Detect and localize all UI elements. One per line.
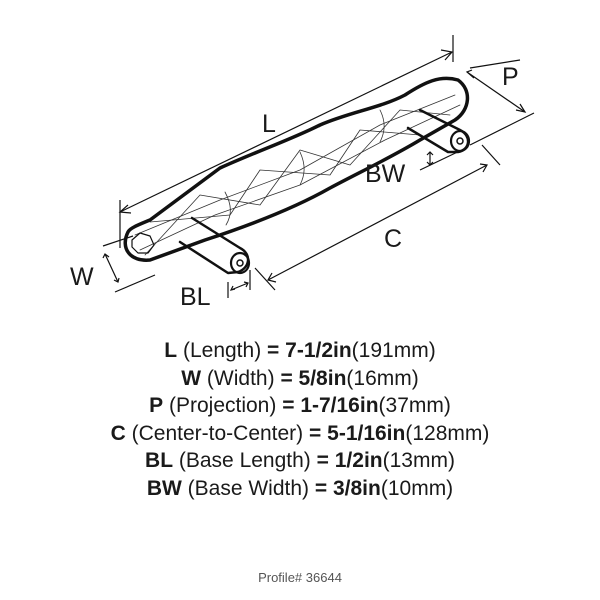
spec-imperial: 7-1/2in xyxy=(285,339,352,362)
dimension-label-W: W xyxy=(70,263,94,291)
spec-name: (Base Width) xyxy=(187,476,310,500)
spec-row-center-to-center: C (Center-to-Center) = 5-1/16in(128mm) xyxy=(0,420,600,448)
spec-name: (Length) xyxy=(182,339,262,362)
dimension-label-BL: BL xyxy=(180,283,211,311)
spec-code: BW xyxy=(146,476,182,500)
spec-code: W xyxy=(181,366,202,390)
spec-name: (Center-to-Center) xyxy=(131,421,304,445)
spec-row-width: W (Width) = 5/8in(16mm) xyxy=(0,365,600,393)
spec-equals: = xyxy=(316,449,329,472)
dimension-label-C: C xyxy=(384,225,403,253)
dimension-label-P: P xyxy=(502,63,519,91)
spec-metric: (16mm) xyxy=(346,366,419,390)
profile-number: Profile# 36644 xyxy=(258,570,342,585)
spec-imperial: 5/8in xyxy=(298,366,347,390)
spec-metric: (13mm) xyxy=(382,449,455,472)
spec-metric: (37mm) xyxy=(378,394,451,417)
spec-equals: = xyxy=(280,366,293,390)
spec-equals: = xyxy=(282,394,295,417)
spec-imperial: 3/8in xyxy=(332,476,381,500)
dimension-label-BW: BW xyxy=(365,160,406,188)
spec-name: (Projection) xyxy=(168,394,277,417)
spec-row-base-width: BW (Base Width) = 3/8in(10mm) xyxy=(0,475,600,503)
dimension-spec-list: L (Length) = 7-1/2in(191mm) W (Width) = … xyxy=(0,337,600,502)
spec-metric: (10mm) xyxy=(380,476,454,500)
spec-code: C xyxy=(110,421,126,445)
cabinet-pull-dimension-diagram: L P BW C W BL xyxy=(70,35,535,311)
spec-name: (Width) xyxy=(206,366,275,390)
spec-code: P xyxy=(149,394,164,417)
spec-imperial: 5-1/16in xyxy=(327,421,406,445)
spec-row-base-length: BL (Base Length) = 1/2in(13mm) xyxy=(0,447,600,475)
spec-code: L xyxy=(164,339,178,362)
spec-metric: (128mm) xyxy=(405,421,490,445)
spec-imperial: 1/2in xyxy=(334,449,383,472)
spec-equals: = xyxy=(267,339,280,362)
spec-imperial: 1-7/16in xyxy=(300,394,379,417)
spec-metric: (191mm) xyxy=(351,339,436,362)
spec-equals: = xyxy=(309,421,322,445)
spec-equals: = xyxy=(314,476,328,500)
spec-name: (Base Length) xyxy=(178,449,311,472)
pull-handle-drawing xyxy=(102,35,535,298)
spec-row-length: L (Length) = 7-1/2in(191mm) xyxy=(0,337,600,365)
spec-row-projection: P (Projection) = 1-7/16in(37mm) xyxy=(0,392,600,420)
spec-code: BL xyxy=(145,449,174,472)
dimension-label-L: L xyxy=(262,110,276,138)
